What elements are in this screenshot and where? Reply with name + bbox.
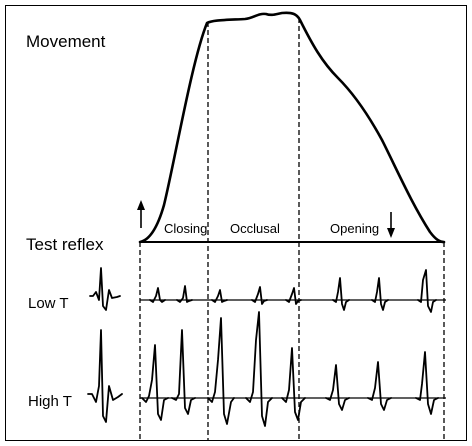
- high-t-reflex-spike: [245, 311, 273, 427]
- low-t-reflex-spike: [332, 277, 350, 311]
- down-arrow-icon: [387, 212, 395, 238]
- high-t-reflex-spike: [325, 364, 350, 411]
- high-t-reflex-spike: [141, 344, 169, 421]
- low-t-reflex-spike: [417, 269, 437, 313]
- low-t-reflex-spike: [149, 287, 166, 303]
- low-t-reflex-spike: [211, 289, 228, 303]
- low-t-reflex-spike: [285, 287, 302, 305]
- figure-frame: [5, 5, 467, 441]
- high-t-reflex-spike: [367, 361, 392, 411]
- low-t-reflex-spike: [371, 277, 389, 311]
- high-t-reflex-spike: [281, 347, 306, 421]
- high-t-label: High T: [28, 393, 72, 410]
- low-t-reflex-spike: [251, 286, 268, 305]
- high-t-reflex-spike: [415, 351, 439, 415]
- phase-opening-label: Opening: [330, 221, 379, 236]
- test-reflex-label: Test reflex: [26, 235, 104, 254]
- phase-occlusal-label: Occlusal: [230, 221, 280, 236]
- high-t-reflex-spike: [207, 317, 235, 425]
- up-arrow-icon: [137, 200, 145, 228]
- phase-closing-label: Closing: [164, 221, 207, 236]
- high-t-reflex-traces: [141, 311, 439, 427]
- low-t-label: Low T: [28, 295, 69, 312]
- high-t-reflex-spike: [171, 329, 196, 415]
- high-t-reference-waveform: [87, 329, 123, 423]
- low-t-reference-waveform: [89, 267, 121, 311]
- movement-trace: [138, 11, 446, 244]
- low-t-reflex-traces: [149, 269, 437, 313]
- low-t-reflex-spike: [176, 285, 193, 303]
- movement-label: Movement: [26, 32, 106, 51]
